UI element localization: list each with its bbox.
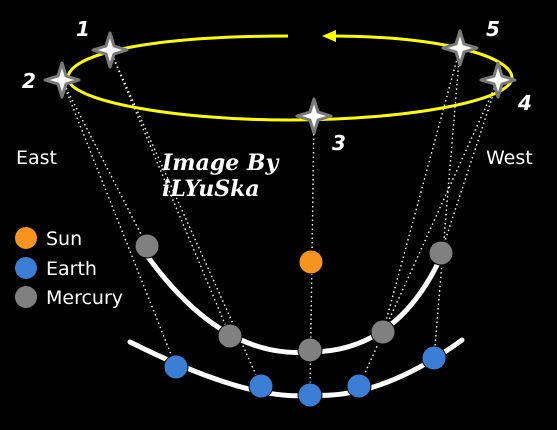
sight-line-5-earth: [433, 47, 461, 359]
star-label-3: 3: [332, 131, 346, 155]
star-label-5: 5: [486, 17, 500, 41]
mercury-position-5: [428, 240, 454, 266]
star-icon-1: [91, 31, 129, 69]
earth-position-1: [163, 354, 189, 380]
mercury-position-1: [134, 233, 160, 259]
mercury-position-2: [217, 323, 243, 349]
earth-position-2: [248, 373, 274, 399]
west-label: West: [486, 147, 533, 169]
mercury-positions: [134, 233, 454, 363]
sight-line-2-earth: [61, 79, 177, 368]
sight-lines: [61, 47, 499, 396]
watermark-line-2: iLYuSka: [162, 176, 260, 202]
earth-position-5: [421, 345, 447, 371]
star-label-2: 2: [22, 69, 36, 93]
sun: [298, 249, 324, 275]
earth-position-4: [346, 373, 372, 399]
star-icon-2: [43, 61, 81, 99]
star-icons: [43, 29, 517, 135]
mercury-position-4: [370, 319, 396, 345]
legend-mercury-swatch: [15, 286, 37, 308]
star-icon-3: [295, 97, 333, 135]
star-icon-4: [479, 61, 517, 99]
east-label: East: [16, 147, 57, 169]
earth-positions: [163, 345, 447, 408]
mercury-position-3: [297, 337, 323, 363]
watermark-line-1: Image By: [161, 150, 280, 176]
earth-position-3: [297, 382, 323, 408]
sky-path: [66, 34, 514, 122]
star-label-1: 1: [76, 17, 90, 41]
mercury-orbit: [140, 247, 447, 356]
legend-sun-swatch: [15, 227, 37, 249]
legend-mercury-label: Mercury: [46, 287, 123, 309]
star-label-4: 4: [517, 91, 532, 115]
star-icon-5: [441, 29, 479, 67]
sight-line-4-mercury: [440, 79, 499, 254]
legend-earth-swatch: [15, 257, 37, 279]
legend-earth-label: Earth: [46, 258, 97, 280]
legend-sun-label: Sun: [46, 228, 82, 250]
legend: Sun Earth Mercury: [15, 227, 123, 309]
sight-line-2-mercury: [61, 79, 148, 247]
direction-arrow-icon: [322, 30, 336, 42]
